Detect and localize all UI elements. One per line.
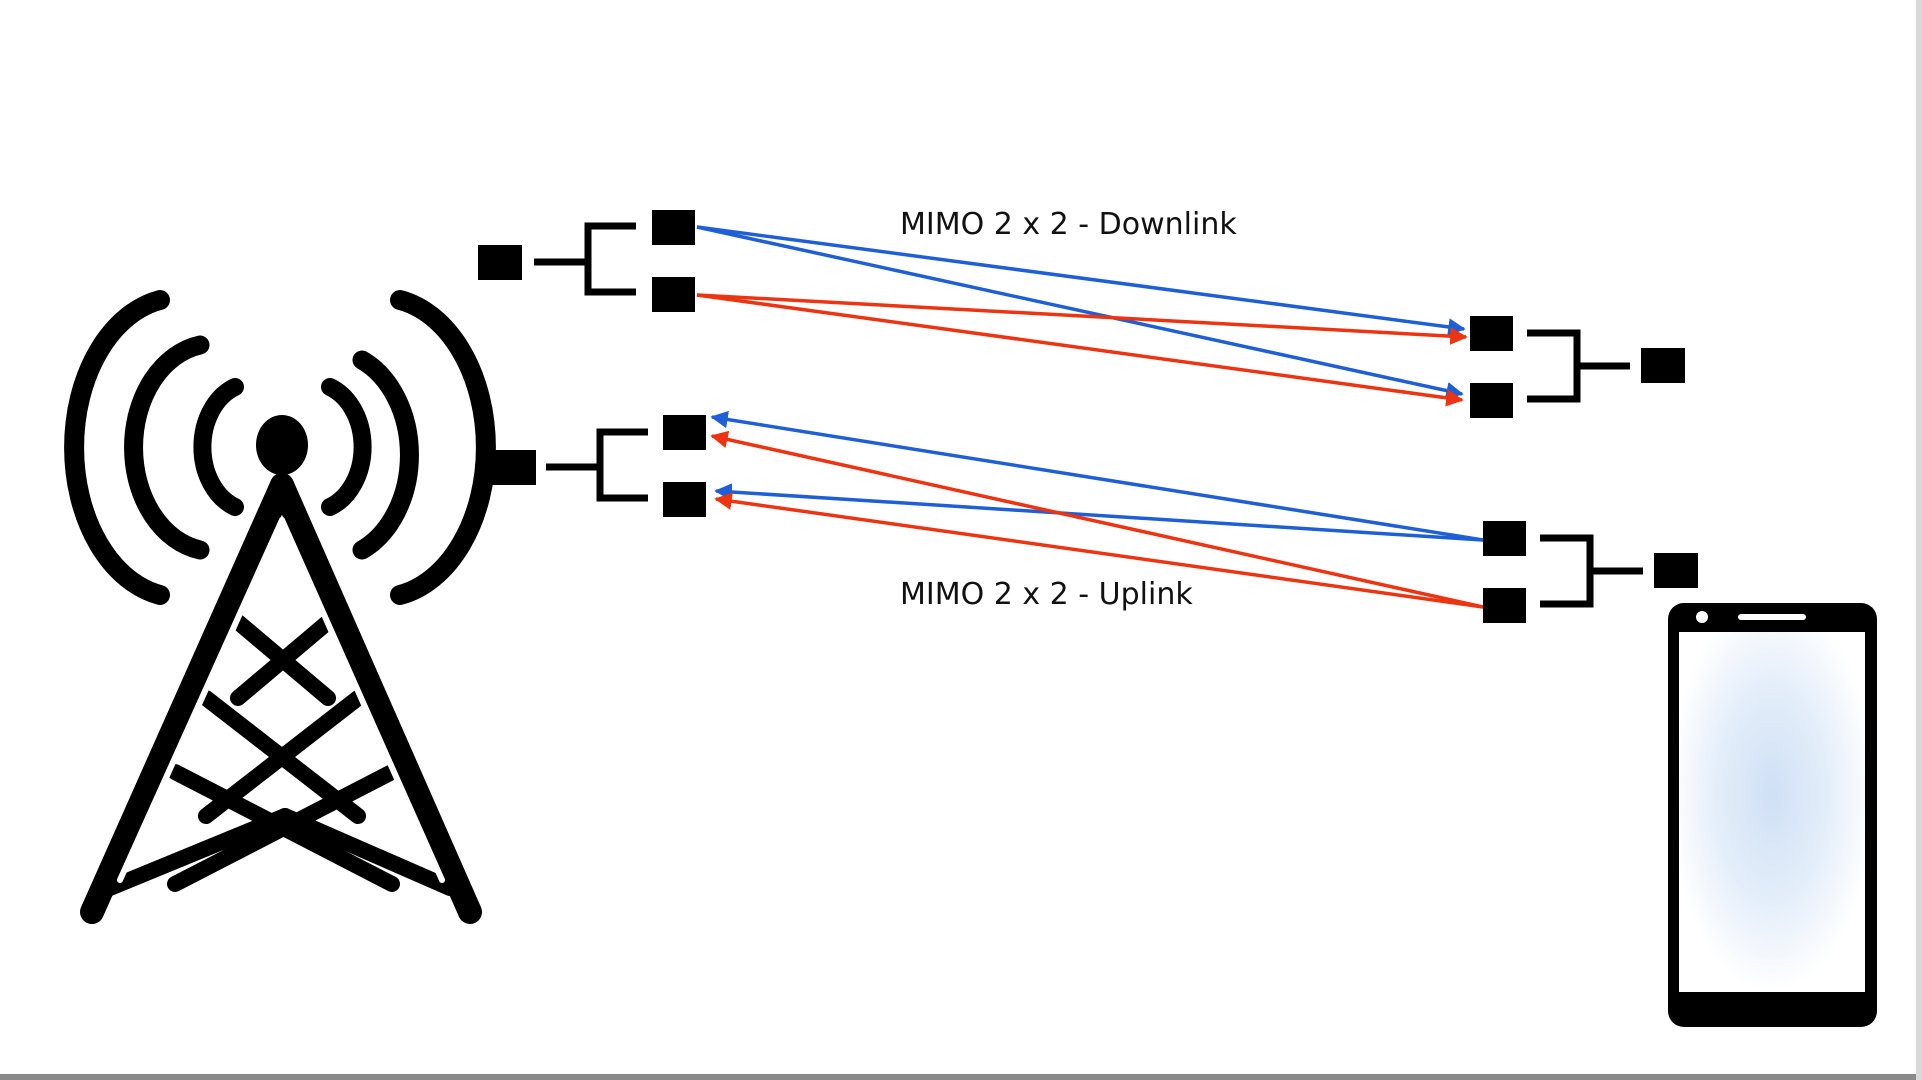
tower-head	[256, 415, 308, 475]
ue-rx-antenna-1	[1470, 316, 1513, 351]
bs-tx-port	[478, 245, 522, 280]
bs-tx-antenna-2	[652, 277, 695, 312]
downlink-path-a2-r2	[696, 293, 1464, 407]
phone-camera	[1696, 611, 1708, 623]
tower-leg-right	[270, 473, 482, 924]
ue-rx-port	[1641, 348, 1685, 383]
bs-tx-antenna-1	[652, 210, 695, 245]
phone-speaker	[1738, 614, 1806, 620]
signal-wave-left-1	[193, 378, 244, 516]
ue-tx-antenna-array	[1483, 521, 1698, 623]
uplink-streams	[710, 410, 1484, 609]
cell-tower-icon	[64, 290, 496, 924]
ue-rx-antenna-2	[1470, 383, 1513, 418]
bottom-border	[0, 1074, 1922, 1080]
bs-rx-port	[492, 450, 536, 485]
ue-tx-antenna-2	[1483, 588, 1526, 623]
bs-rx-antenna-1	[663, 415, 706, 450]
signal-wave-right-1	[321, 378, 372, 516]
downlink-label: MIMO 2 x 2 - Downlink	[900, 207, 1237, 242]
signal-wave-left-3	[64, 290, 170, 605]
tower-leg-left	[80, 473, 294, 924]
uplink-path-t2-r1	[710, 430, 1484, 609]
bs-rx-antenna-array	[492, 415, 706, 517]
phone-screen	[1679, 632, 1865, 992]
signal-wave-right-2	[352, 350, 419, 560]
ue-rx-splitter	[1527, 329, 1630, 403]
uplink-path-t1-r2	[714, 483, 1484, 542]
downlink-path-a1-r2	[696, 225, 1464, 400]
bs-tx-splitter	[534, 222, 636, 296]
ue-rx-antenna-array	[1470, 316, 1685, 418]
right-border	[1916, 0, 1922, 1080]
bs-tx-antenna-array	[478, 210, 695, 312]
downlink-path-a2-r1	[696, 293, 1468, 345]
downlink-streams	[696, 225, 1468, 407]
smartphone-icon	[1668, 603, 1877, 1027]
ue-tx-splitter	[1540, 534, 1643, 608]
downlink-path-a1-r1	[696, 225, 1466, 336]
signal-wave-left-2	[124, 335, 210, 560]
uplink-path-t1-r1	[710, 410, 1484, 542]
tower-lattice	[102, 614, 458, 896]
signal-wave-right-3	[390, 290, 496, 605]
bs-rx-splitter	[546, 428, 648, 502]
uplink-path-t2-r2	[714, 492, 1484, 609]
ue-tx-antenna-1	[1483, 521, 1526, 556]
ue-tx-port	[1654, 553, 1698, 588]
uplink-label: MIMO 2 x 2 - Uplink	[900, 577, 1193, 612]
bs-rx-antenna-2	[663, 482, 706, 517]
